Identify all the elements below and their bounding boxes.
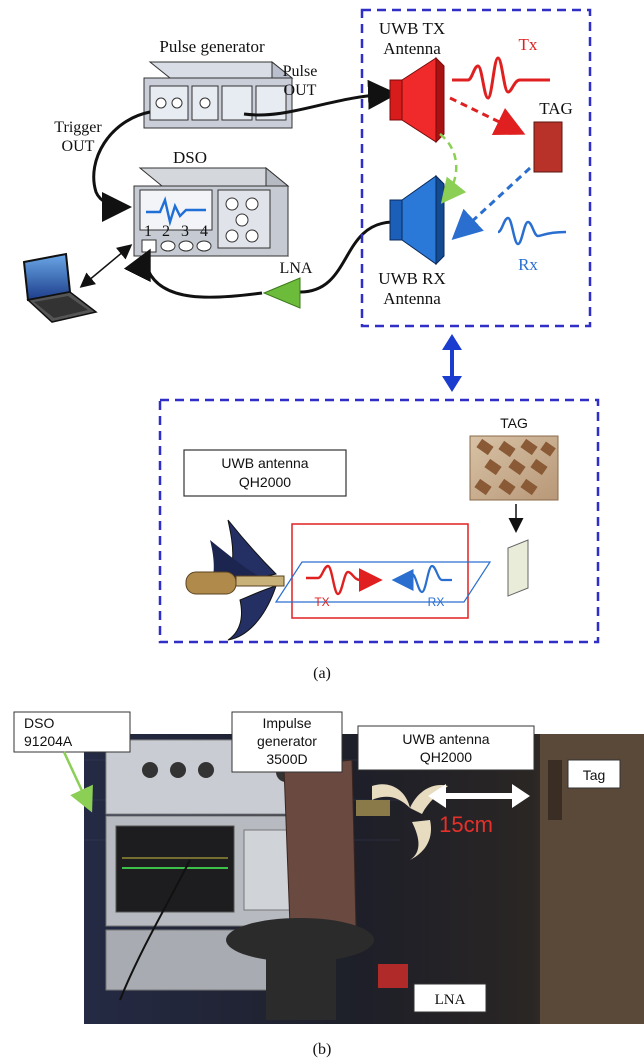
dso-label: DSO (173, 148, 207, 167)
channel-2-label: 2 (162, 223, 170, 240)
lna-amplifier-icon (262, 277, 301, 309)
laptop-dso-link (79, 244, 133, 288)
photo-antenna-label-box (357, 725, 535, 771)
laptop-icon (22, 252, 98, 323)
rx-antenna-label-1: UWB RX (378, 269, 446, 288)
channel-1-label: 1 (144, 223, 152, 240)
antenna-stand (226, 759, 374, 1020)
pulse-cable (243, 79, 398, 117)
trigger-out-label-2: OUT (62, 138, 95, 155)
rx-pulse-waveform (497, 216, 567, 246)
lna-photo-label: LNA (435, 992, 466, 1008)
tag-to-rx-arrow (451, 166, 532, 241)
photo-antenna-label-2: QH2000 (420, 749, 472, 765)
dso-pointer-arrow (62, 751, 93, 813)
propagation-plane (274, 561, 492, 603)
caption-a: (a) (313, 665, 331, 682)
tx-antenna-label-1: UWB TX (379, 19, 445, 38)
detail-rx-waveform (401, 564, 452, 594)
detail-tag-label: TAG (500, 415, 528, 431)
tag-plate-icon (507, 539, 529, 597)
photo-cable (119, 859, 191, 1001)
trigger-cable (92, 110, 151, 222)
tx-horn-antenna-icon (389, 56, 445, 144)
pulse-out-label-1: Pulse (283, 63, 318, 80)
impulse-label-1: Impulse (262, 715, 311, 731)
distance-arrow (428, 784, 530, 808)
tx-pulse-waveform (452, 56, 550, 100)
tag-label: TAG (539, 99, 573, 118)
lna-to-dso-cable (123, 248, 263, 299)
tx-antenna-label-2: Antenna (383, 39, 441, 58)
rx-signal-label: Rx (518, 255, 538, 274)
lna-label: LNA (280, 260, 313, 277)
detail-tx-waveform (306, 564, 361, 596)
photo-tag (548, 760, 562, 820)
channel-4-label: 4 (200, 223, 208, 240)
pulse-generator-device (143, 60, 294, 129)
panel-b: 15cm DSO 91204A Impulse generator 3500D … (13, 711, 644, 1058)
detail-tx-label: TX (314, 595, 329, 609)
antenna-setup-box (360, 8, 592, 328)
photo-antenna-label-1: UWB antenna (402, 731, 489, 747)
rx-to-lna-cable (299, 220, 393, 294)
tag-icon (533, 121, 563, 173)
tag-photo-texture (469, 435, 559, 501)
dso-photo-label-1: DSO (24, 715, 54, 731)
impulse-label-2: generator (257, 733, 317, 749)
trigger-out-label-1: Trigger (54, 119, 102, 136)
link-double-arrow-icon (442, 334, 462, 392)
direct-coupling-arrow (439, 133, 467, 204)
caption-b: (b) (313, 1041, 332, 1058)
impulse-label-3: 3500D (266, 751, 307, 767)
channel-3-label: 3 (181, 223, 189, 240)
impulse-label-box (231, 711, 343, 773)
tx-to-tag-arrow (449, 96, 526, 136)
rx-antenna-label-2: Antenna (383, 289, 441, 308)
tag-photo-label-box (567, 759, 621, 789)
photo-lna (378, 964, 408, 988)
signal-box (291, 523, 469, 619)
lna-photo-label-box (413, 983, 487, 1013)
pulse-out-label-2: OUT (284, 82, 317, 99)
pulse-generator-label: Pulse generator (159, 37, 265, 56)
rx-horn-antenna-icon (389, 174, 445, 266)
tag-photo-label: Tag (583, 767, 606, 783)
dso-photo-label-2: 91204A (24, 733, 73, 749)
detail-antenna-label-1: UWB antenna (221, 455, 308, 471)
dso-device (133, 166, 290, 257)
tx-signal-label: Tx (519, 35, 538, 54)
detail-rx-label: RX (428, 595, 445, 609)
panel-a: Pulse generator Pulse OUT Trigger OUT DS… (22, 8, 600, 682)
detail-antenna-label-2: QH2000 (239, 474, 291, 490)
qh2000-antenna-icon (185, 519, 285, 641)
detail-setup-box (158, 398, 600, 644)
distance-label: 15cm (439, 812, 493, 837)
detail-antenna-label-box (183, 449, 347, 497)
dso-label-box (13, 711, 131, 753)
